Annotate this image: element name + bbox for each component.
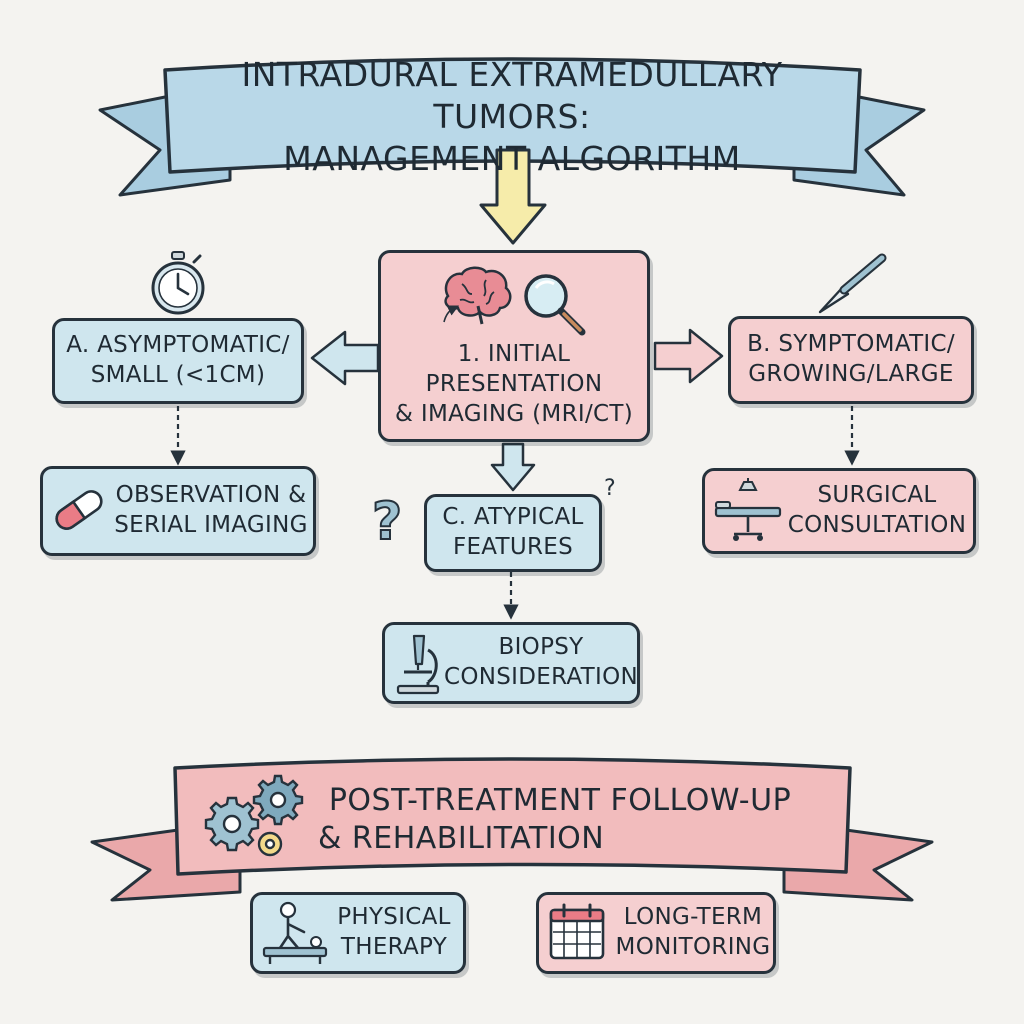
node-atypical-features[interactable]: C. ATYPICAL FEATURES (424, 494, 602, 572)
question-icon: ? (371, 492, 403, 552)
asymptomatic-line-2: SMALL (<1cm) (90, 362, 266, 388)
followup-title-line-2: & REHABILITATION (318, 821, 605, 856)
arrow-to-symptomatic (653, 328, 724, 384)
title-line-2: MANAGEMENT ALGORITHM (283, 139, 741, 179)
stopwatch-icon (151, 251, 205, 315)
node-asymptomatic-small[interactable]: A. ASYMPTOMATIC/ SMALL (<1cm) (52, 318, 304, 404)
calendar-icon (549, 903, 605, 960)
initial-line-3: & IMAGING (MRI/CT) (395, 400, 633, 427)
monitoring-line-1: LONG-TERM (623, 904, 763, 931)
atypical-line-2: FEATURES (452, 534, 574, 560)
physical-line-2: THERAPY (340, 934, 448, 960)
symptomatic-line-1: B. SYMPTOMATIC/ (747, 331, 955, 358)
surgical-line-2: CONSULTATION (787, 512, 967, 538)
magnifier-icon (524, 274, 586, 336)
page-title: INTRADURAL EXTRAMEDULLARY TUMORS: MANAGE… (180, 55, 844, 178)
scalpel-icon (818, 253, 887, 314)
asymptomatic-line-1: A. ASYMPTOMATIC/ (66, 332, 290, 359)
gears-icon (204, 774, 304, 857)
biopsy-line-2: CONSIDERATION (443, 664, 639, 690)
biopsy-line-1: BIOPSY (498, 634, 584, 661)
node-symptomatic-large[interactable]: B. SYMPTOMATIC/ GROWING/LARGE (728, 316, 974, 404)
question-mark-small: ? (604, 476, 616, 501)
therapy-icon (262, 901, 328, 964)
physical-line-1: PHYSICAL (337, 904, 451, 931)
followup-title: POST-TREATMENT FOLLOW-UP & REHABILITATIO… (300, 774, 820, 866)
surgical-line-1: SURGICAL (817, 482, 937, 509)
microscope-icon (396, 634, 440, 695)
followup-title-line-1: POST-TREATMENT FOLLOW-UP (328, 782, 792, 818)
node-initial-presentation[interactable]: 1. INITIAL PRESENTATION & IMAGING (MRI/C… (378, 250, 650, 442)
node-long-term-monitoring[interactable]: LONG-TERM MONITORING (536, 892, 776, 974)
title-down-arrow (479, 148, 547, 245)
arrow-to-atypical (490, 442, 536, 492)
observation-line-2: SERIAL IMAGING (114, 512, 308, 538)
followup-banner (90, 757, 934, 902)
initial-line-1: 1. INITIAL (457, 341, 571, 368)
pill-icon (55, 490, 103, 530)
title-banner (98, 57, 926, 197)
atypical-line-1: C. ATYPICAL (442, 504, 584, 531)
symptomatic-line-2: GROWING/LARGE (748, 361, 954, 387)
monitoring-line-2: MONITORING (615, 934, 771, 960)
surgical-table-icon (714, 478, 782, 541)
initial-line-2: PRESENTATION (425, 371, 603, 398)
brain-icon (443, 266, 512, 325)
observation-line-1: OBSERVATION & (115, 482, 307, 509)
title-line-1: INTRADURAL EXTRAMEDULLARY TUMORS: (241, 54, 783, 136)
arrow-to-asymptomatic (310, 330, 380, 386)
